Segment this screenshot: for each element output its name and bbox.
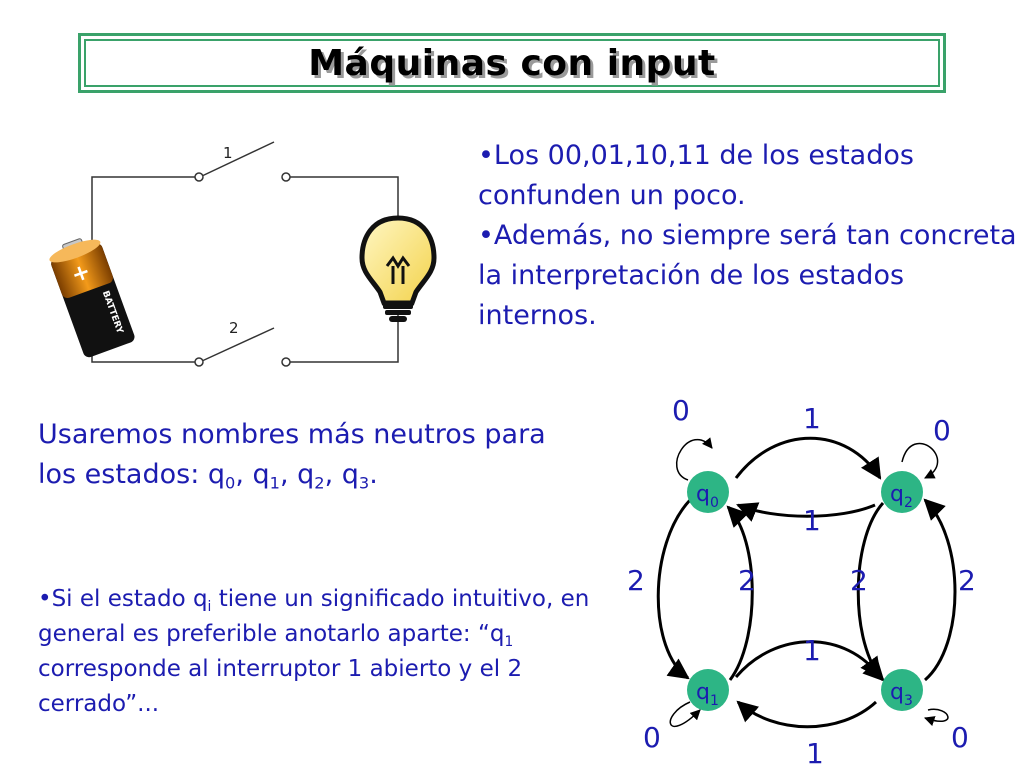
- switch1-label: 1: [223, 144, 233, 162]
- state-q1: q1: [687, 669, 729, 711]
- switch2-label: 2: [229, 319, 239, 337]
- edge-top-outer: [734, 436, 882, 480]
- label-left-inner: 2: [738, 564, 756, 597]
- edge-left-outer: [656, 498, 692, 680]
- state-q3: q3: [881, 669, 923, 711]
- title-box: Máquinas con input: [78, 33, 946, 93]
- edge-left-inner: [726, 505, 754, 681]
- svg-text:q1: q1: [696, 680, 719, 709]
- switch1-contact-right: [281, 172, 291, 182]
- edge-bottom-outer: [736, 700, 878, 729]
- neutral-names-text: Usaremos nombres más neutros para los es…: [38, 419, 546, 493]
- lightbulb-icon: [359, 215, 437, 322]
- label-top-inner: 1: [803, 504, 821, 537]
- loop-q2: [901, 442, 939, 479]
- bullet-list-top: •Los 00,01,10,11 de los estados confunde…: [478, 136, 1018, 336]
- circuit-wires: [91, 141, 399, 363]
- svg-text:q3: q3: [890, 680, 913, 709]
- bullet-item: •Los 00,01,10,11 de los estados confunde…: [478, 140, 914, 211]
- label-right-outer: 2: [958, 564, 976, 597]
- svg-text:q0: q0: [696, 482, 719, 511]
- label-loop-q1: 0: [643, 721, 661, 754]
- label-top-outer: 1: [803, 402, 821, 435]
- switch2-contact-right: [281, 357, 291, 367]
- svg-text:q2: q2: [890, 482, 913, 511]
- label-left-outer: 2: [627, 564, 645, 597]
- label-bottom-outer: 1: [806, 737, 824, 768]
- state-q2: q2: [881, 471, 923, 513]
- edge-right-outer: [923, 498, 957, 682]
- label-loop-q0: 0: [672, 394, 690, 427]
- bullet-item: •Además, no siempre será tan concreta la…: [478, 220, 1017, 331]
- state-q0: q0: [687, 471, 729, 513]
- label-loop-q2: 0: [933, 414, 951, 447]
- note-text: •Si el estado qi tiene un significado in…: [38, 586, 590, 717]
- edge-top-inner: [736, 502, 876, 522]
- loop-q1: [669, 701, 701, 728]
- switch1-contact-left: [194, 172, 204, 182]
- label-bottom-inner: 1: [803, 634, 821, 667]
- loop-q3: [924, 708, 949, 727]
- edge-right-inner: [856, 502, 885, 682]
- label-right-inner: 2: [850, 564, 868, 597]
- page-title: Máquinas con input: [308, 42, 716, 84]
- label-loop-q3: 0: [951, 721, 969, 754]
- loop-q0: [676, 437, 713, 481]
- switch2-contact-left: [194, 357, 204, 367]
